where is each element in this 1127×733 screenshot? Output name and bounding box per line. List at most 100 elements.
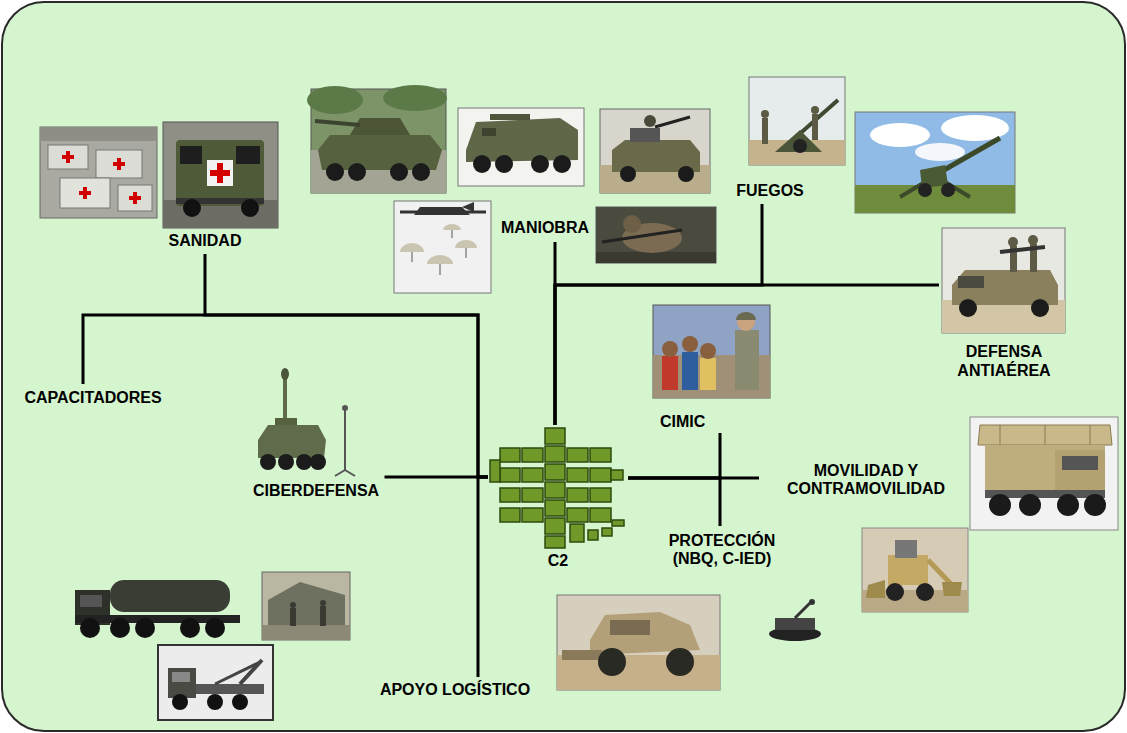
cyber-vehicle-picture bbox=[296, 454, 312, 470]
cyber-vehicle-picture bbox=[342, 405, 348, 411]
ambulance-photo bbox=[207, 160, 233, 186]
ambulance-photo bbox=[163, 122, 278, 228]
capability-node: PROTECCIÓN (NBQ, C-IED) bbox=[651, 526, 793, 574]
air-defence-vehicle-photo bbox=[1031, 299, 1049, 317]
hook-loader-photo bbox=[215, 662, 260, 684]
tanker-truck-picture bbox=[80, 595, 102, 607]
paratroopers-photo bbox=[414, 207, 470, 215]
tanker-truck-picture bbox=[135, 618, 155, 638]
node-label: FUEGOS bbox=[736, 182, 804, 200]
air-defence-vehicle-photo bbox=[942, 228, 1065, 333]
bridge-layer-photo bbox=[985, 445, 1105, 490]
cyber-vehicle-picture bbox=[344, 410, 346, 470]
medical-kits-photo bbox=[40, 127, 157, 218]
medical-kits-photo bbox=[96, 150, 142, 178]
ambulance-photo bbox=[241, 199, 259, 217]
bridge-layer-photo bbox=[1045, 425, 1046, 445]
soldier-photo bbox=[596, 207, 716, 263]
medical-kits-photo bbox=[40, 127, 157, 141]
paratroopers-photo bbox=[440, 264, 441, 275]
cyber-vehicle-picture bbox=[278, 454, 294, 470]
paratroopers-photo bbox=[452, 230, 453, 238]
field-gun-photo bbox=[762, 118, 768, 144]
cyber-vehicle-picture bbox=[258, 425, 326, 458]
paratroopers-photo bbox=[412, 252, 413, 262]
howitzer-photo bbox=[855, 185, 1015, 213]
robot-picture bbox=[795, 603, 810, 618]
excavator-photo bbox=[888, 555, 928, 585]
command-post-symbol bbox=[522, 448, 543, 462]
armoured-carrier-photo bbox=[458, 108, 584, 186]
cyber-vehicle-picture bbox=[310, 454, 326, 470]
mine-clearing-vehicle-photo bbox=[610, 620, 650, 635]
connector-line bbox=[555, 204, 762, 425]
command-post-symbol bbox=[612, 520, 624, 526]
armoured-carrier-photo bbox=[495, 155, 513, 173]
node-label: APOYO LOGÍSTICO bbox=[380, 681, 530, 699]
tanker-truck-picture bbox=[80, 618, 100, 638]
node-label: MANIOBRA bbox=[501, 219, 589, 237]
gun-vehicle-photo bbox=[655, 117, 690, 127]
excavator-photo bbox=[895, 540, 917, 558]
capability-node: MANIOBRA bbox=[495, 214, 595, 242]
excavator-photo bbox=[866, 580, 885, 598]
ambulance-photo bbox=[183, 199, 201, 217]
cimic-photo bbox=[662, 341, 678, 357]
hook-loader-photo bbox=[158, 645, 273, 720]
command-post-symbol bbox=[522, 468, 543, 482]
capability-node: CIBERDEFENSA bbox=[248, 368, 385, 502]
field-gun-photo bbox=[749, 77, 845, 165]
field-tent-photo bbox=[320, 606, 326, 626]
command-post-symbol bbox=[522, 508, 543, 522]
medical-kits-photo bbox=[48, 145, 88, 169]
capability-node: APOYO LOGÍSTICO bbox=[375, 677, 536, 703]
robot-picture bbox=[775, 618, 815, 630]
gun-vehicle-photo bbox=[620, 166, 636, 182]
gun-vehicle-photo bbox=[644, 115, 656, 127]
bridge-layer-photo bbox=[989, 494, 1011, 516]
wheeled-tank-photo bbox=[315, 121, 360, 125]
air-defence-vehicle-photo bbox=[958, 276, 984, 288]
hook-loader-photo bbox=[168, 668, 196, 698]
cyber-vehicle-picture bbox=[335, 470, 345, 476]
paratroopers-photo bbox=[455, 240, 477, 248]
field-tent-photo bbox=[290, 602, 296, 608]
node-label: MOVILIDAD Y CONTRAMOVILIDAD bbox=[764, 462, 968, 499]
cyber-vehicle-picture bbox=[260, 454, 276, 470]
paratroopers-photo bbox=[400, 243, 424, 252]
field-gun-photo bbox=[812, 114, 818, 140]
command-post-symbol bbox=[567, 468, 588, 482]
tanker-truck-picture bbox=[75, 580, 240, 638]
capability-node: DEFENSA ANTIAÉREA bbox=[939, 226, 1069, 382]
node-label: CIBERDEFENSA bbox=[253, 482, 379, 500]
field-gun-photo bbox=[793, 139, 807, 153]
paratroopers-photo bbox=[466, 248, 467, 258]
excavator-photo bbox=[916, 583, 934, 601]
command-post-symbol bbox=[490, 428, 624, 548]
field-tent-photo bbox=[262, 572, 350, 640]
medical-kits-photo bbox=[129, 196, 141, 200]
hook-loader-photo bbox=[196, 684, 264, 694]
command-post-symbol bbox=[570, 524, 584, 542]
field-gun-photo bbox=[749, 77, 845, 165]
connector-line bbox=[628, 478, 720, 526]
soldier-photo bbox=[596, 252, 716, 263]
armoured-carrier-photo bbox=[482, 128, 496, 136]
connector-line bbox=[555, 285, 939, 425]
soldier-photo bbox=[596, 207, 716, 263]
excavator-photo bbox=[862, 528, 968, 612]
bridge-layer-photo bbox=[1057, 494, 1079, 516]
command-post-symbol bbox=[545, 464, 565, 480]
command-post-symbol bbox=[567, 488, 588, 502]
cyber-vehicle-picture bbox=[283, 374, 287, 420]
bridge-layer-photo bbox=[1019, 494, 1041, 516]
tanker-truck-picture bbox=[110, 580, 230, 612]
tanker-truck-picture bbox=[110, 618, 130, 638]
paratroopers-photo bbox=[443, 224, 461, 230]
node-label: CAPACITADORES bbox=[24, 389, 161, 407]
field-tent-photo bbox=[290, 608, 296, 626]
field-tent-photo bbox=[262, 572, 350, 640]
